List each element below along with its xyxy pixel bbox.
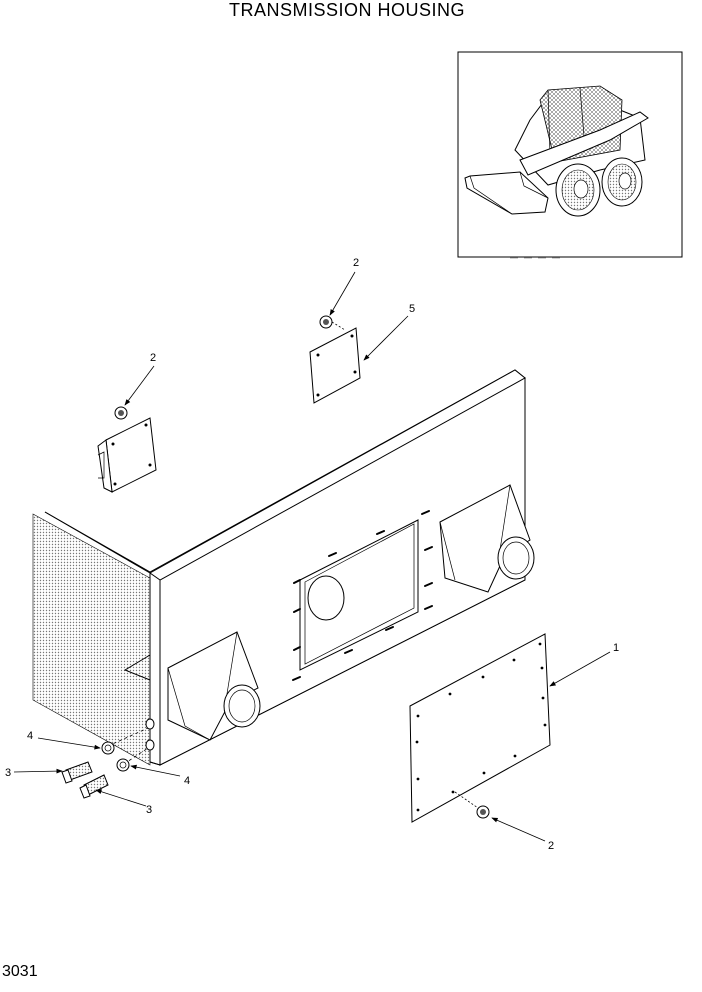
callout-2-bottom: 2 (548, 840, 554, 852)
callout-2-left: 2 (150, 352, 156, 364)
callout-1: 1 (613, 642, 619, 654)
leader-lines (13, 271, 611, 842)
callout-4-left: 4 (27, 730, 33, 742)
callout-4-right: 4 (184, 775, 190, 787)
seal-washer-upper (101, 741, 115, 755)
diagram-title: TRANSMISSION HOUSING (228, 0, 466, 20)
callout-5: 5 (409, 303, 415, 315)
transmission-housing (32, 369, 535, 766)
plug-fitting-lower (79, 774, 109, 799)
callout-2-top: 2 (353, 257, 359, 269)
seal-washer-lower (116, 758, 130, 772)
cover-plate-left (97, 406, 157, 493)
callout-3-bottom: 3 (146, 804, 152, 816)
nut-top (319, 315, 333, 329)
machine-inset (457, 51, 683, 259)
cover-plate-1 (409, 633, 551, 823)
studs (292, 510, 433, 681)
callout-labels: 2 5 2 1 4 3 4 3 2 (5, 257, 619, 852)
fittings (61, 727, 149, 799)
nut-bottom (476, 805, 490, 819)
page-code: 3031 (2, 963, 38, 980)
cover-plate-5 (309, 315, 361, 404)
callout-3-left: 3 (5, 767, 11, 779)
skid-steer-loader-illustration (464, 85, 649, 259)
nut-left (114, 406, 128, 420)
plug-fitting-upper (61, 761, 93, 784)
